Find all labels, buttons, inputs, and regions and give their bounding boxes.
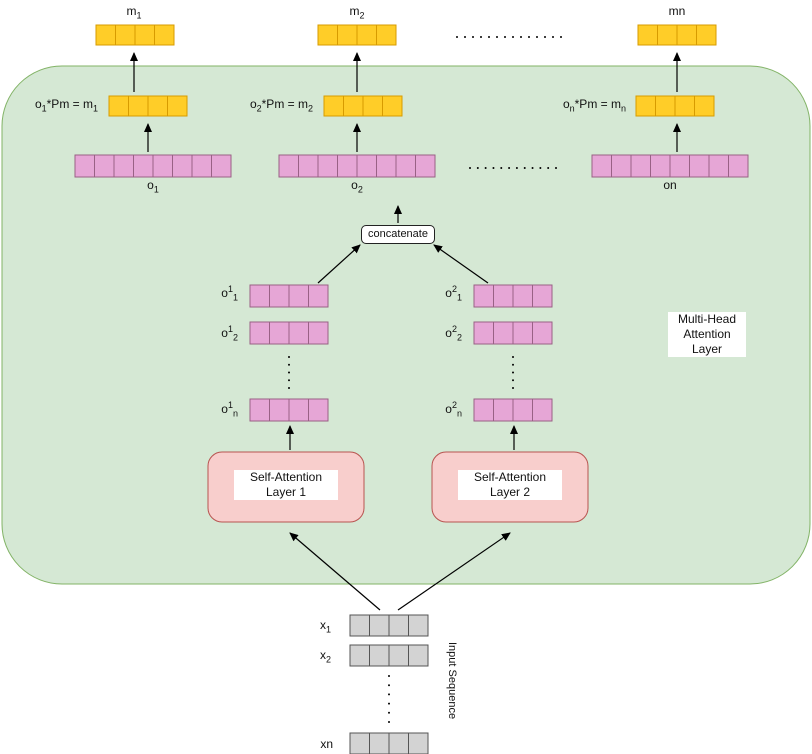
concat-output-vector-1 xyxy=(74,154,232,178)
head1-output-label-1: o11 xyxy=(221,284,238,303)
multi-head-attention-label: Multi-Head Attention Layer xyxy=(668,312,746,357)
concat-output-label-1: o1 xyxy=(147,178,159,195)
ellipsis-head2 xyxy=(512,356,514,389)
final-output-vector-2 xyxy=(317,24,397,46)
ellipsis-head1 xyxy=(288,356,290,389)
layer-2-line-1: Self-Attention xyxy=(473,470,547,484)
arrow-head2-to-concat xyxy=(433,244,489,284)
mha-label-line-1: Multi-Head xyxy=(677,312,737,326)
arrow-head1-to-concat xyxy=(317,244,361,284)
head2-output-vector-2 xyxy=(473,321,553,345)
final-output-vector-1 xyxy=(95,24,175,46)
projected-vector-1 xyxy=(108,95,188,117)
arrow-input-to-layer-2 xyxy=(397,532,511,611)
head1-output-label-n: o1n xyxy=(221,400,238,419)
final-output-label-1: m1 xyxy=(126,4,142,21)
head1-output-vector-1 xyxy=(249,284,329,308)
mha-label-line-2: Attention xyxy=(683,327,731,341)
head1-output-vector-2 xyxy=(249,321,329,345)
projected-vector-2 xyxy=(323,95,403,117)
head2-output-label-2: o22 xyxy=(445,324,462,343)
concat-output-label-n: on xyxy=(663,178,677,192)
multi-head-attention-container xyxy=(1,65,811,585)
input-vector-1 xyxy=(349,614,429,637)
projection-label-1: o1*Pm = m1 xyxy=(34,97,98,114)
layer-2-line-2: Layer 2 xyxy=(489,485,531,499)
ellipsis-concat-outputs xyxy=(469,167,557,169)
final-output-vector-n xyxy=(637,24,717,46)
input-vector-2 xyxy=(349,644,429,667)
head2-output-vector-1 xyxy=(473,284,553,308)
final-output-label-2: m2 xyxy=(349,4,365,21)
mha-label-line-3: Layer xyxy=(691,342,723,356)
projected-vector-n xyxy=(635,95,715,117)
head1-output-vector-n xyxy=(249,398,329,422)
ellipsis-inputs xyxy=(388,675,390,723)
head2-output-vector-n xyxy=(473,398,553,422)
input-label-xn: xn xyxy=(320,737,333,751)
concat-output-vector-2 xyxy=(278,154,436,178)
concat-output-vector-n xyxy=(591,154,749,178)
self-attention-layer-2-label: Self-Attention Layer 2 xyxy=(458,470,562,500)
head2-output-label-1: o21 xyxy=(445,284,462,303)
input-vector-n xyxy=(349,732,429,754)
arrow-input-to-layer-1 xyxy=(289,532,381,611)
layer-1-line-1: Self-Attention xyxy=(249,470,323,484)
final-output-label-n: mn xyxy=(668,4,686,18)
layer-1-line-2: Layer 1 xyxy=(265,485,307,499)
input-label-x2: x2 xyxy=(319,648,331,665)
head2-output-label-n: o2n xyxy=(445,400,462,419)
self-attention-layer-1-label: Self-Attention Layer 1 xyxy=(234,470,338,500)
ellipsis-final-outputs xyxy=(456,36,562,38)
projection-label-2: o2*Pm = m2 xyxy=(249,97,313,114)
head1-output-label-2: o12 xyxy=(221,324,238,343)
projection-label-n: on*Pm = mn xyxy=(562,97,626,114)
concatenate-node: concatenate xyxy=(361,225,435,244)
input-label-x1: x1 xyxy=(319,618,331,635)
concat-output-label-2: o2 xyxy=(351,178,363,195)
input-sequence-label: Input Sequence xyxy=(446,642,458,720)
